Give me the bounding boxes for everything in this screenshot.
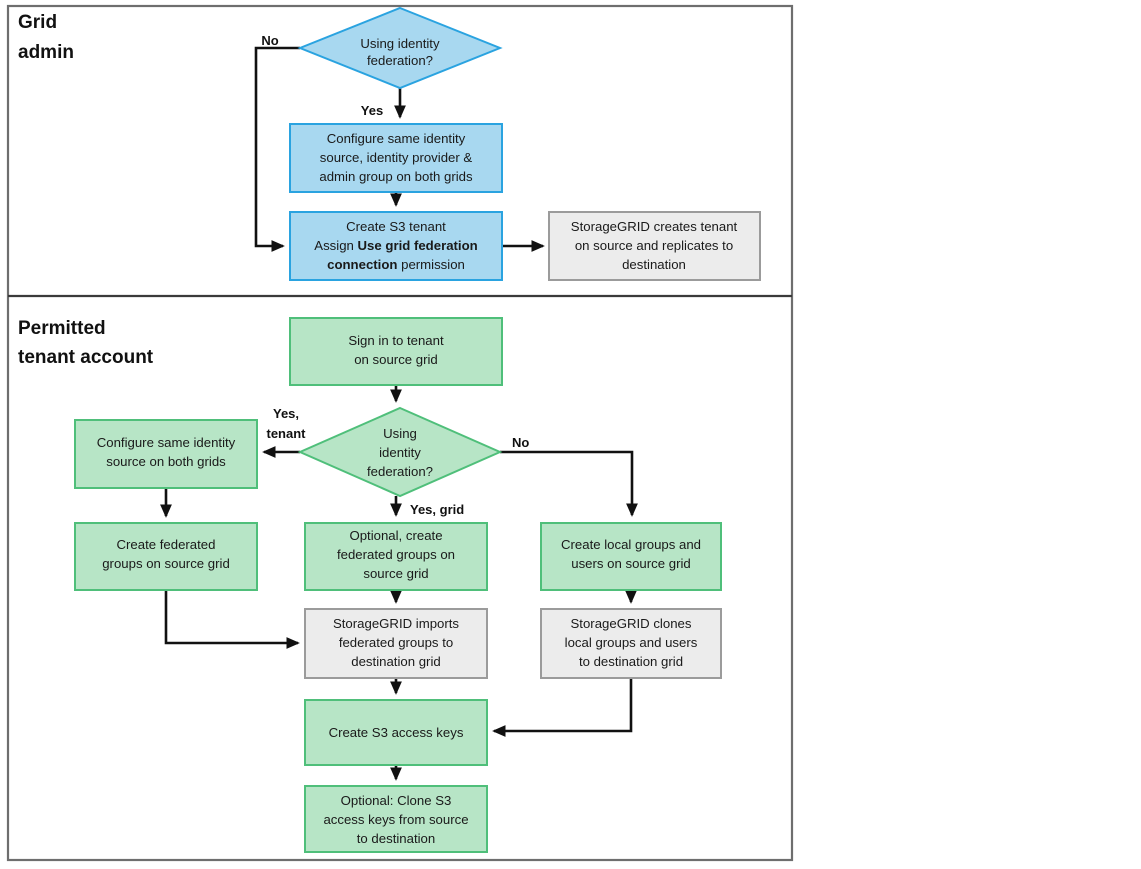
node-tenant-access-keys-line1: Create S3 access keys xyxy=(329,725,464,740)
node-tenant-signin-line1: Sign in to tenant xyxy=(348,333,444,348)
edge-label-tenant-yes-grid: Yes, grid xyxy=(410,502,464,517)
node-grid-create-tenant-line1: Create S3 tenant xyxy=(346,219,446,234)
assign-word: Assign xyxy=(314,238,357,253)
node-tenant-decision-shape[interactable] xyxy=(297,406,503,498)
use-grid-federation-bold: Use grid federation xyxy=(358,238,478,253)
node-tenant-decision-line1: Using xyxy=(383,426,417,441)
node-tenant-create-federated-line1: Create federated xyxy=(117,537,216,552)
node-grid-configure-shape[interactable] xyxy=(289,123,503,193)
connector-tenant-no xyxy=(500,450,638,517)
node-tenant-signin-line2: on source grid xyxy=(354,352,438,367)
node-grid-configure-line1: Configure same identity xyxy=(327,131,466,146)
connector-grid-no xyxy=(254,46,300,252)
lane-title-grid-admin-line2: admin xyxy=(18,42,74,63)
node-tenant-decision-line2: identity xyxy=(379,445,421,460)
permission-word: permission xyxy=(397,257,464,272)
node-grid-create-tenant-shape[interactable] xyxy=(289,211,503,281)
edge-label-tenant-yes-line1: Yes, xyxy=(273,406,299,421)
node-tenant-clones-line3: to destination grid xyxy=(579,654,683,669)
node-grid-decision-line1: Using identity xyxy=(360,36,440,51)
connector-tenant-clones-to-keys xyxy=(492,678,633,737)
node-tenant-create-local-line1: Create local groups and xyxy=(561,537,701,552)
node-tenant-create-federated-line2: groups on source grid xyxy=(102,556,230,571)
diagram-frame xyxy=(6,4,794,862)
connection-bold: connection xyxy=(327,257,397,272)
node-tenant-create-federated-shape[interactable] xyxy=(74,522,258,591)
node-tenant-optional-federated-line2: federated groups on xyxy=(337,547,455,562)
node-tenant-optional-federated-shape[interactable] xyxy=(304,522,488,591)
node-tenant-optional-federated-line3: source grid xyxy=(363,566,428,581)
node-tenant-clones-line1: StorageGRID clones xyxy=(571,616,692,631)
edge-label-grid-no: No xyxy=(261,33,278,48)
node-tenant-imports-line3: destination grid xyxy=(351,654,440,669)
edge-label-tenant-no: No xyxy=(512,435,529,450)
lane-title-grid-admin-line1: Grid xyxy=(18,12,57,33)
node-grid-create-tenant-line3: connection permission xyxy=(327,257,465,272)
node-tenant-configure-same-line1: Configure same identity xyxy=(97,435,236,450)
node-tenant-optional-federated-line1: Optional, create xyxy=(349,528,442,543)
node-tenant-configure-same-shape[interactable] xyxy=(74,419,258,489)
node-tenant-access-keys-shape[interactable] xyxy=(304,699,488,766)
node-grid-storagegrid-creates-line1: StorageGRID creates tenant xyxy=(571,219,738,234)
node-grid-storagegrid-creates-shape[interactable] xyxy=(548,211,761,281)
node-tenant-clone-keys-shape[interactable] xyxy=(304,785,488,853)
node-tenant-clone-keys-line1: Optional: Clone S3 xyxy=(341,793,452,808)
node-tenant-clones-shape[interactable] xyxy=(540,608,722,679)
node-grid-decision-line2: federation? xyxy=(367,53,433,68)
node-tenant-clones-line2: local groups and users xyxy=(565,635,698,650)
node-grid-configure-line3: admin group on both grids xyxy=(319,169,473,184)
edge-label-grid-yes: Yes xyxy=(361,103,383,118)
node-tenant-create-local-shape[interactable] xyxy=(540,522,722,591)
node-tenant-imports-shape[interactable] xyxy=(304,608,488,679)
node-grid-decision-shape[interactable] xyxy=(297,6,503,90)
node-tenant-clone-keys-line3: to destination xyxy=(357,831,435,846)
node-grid-create-tenant-line2: Assign Use grid federation xyxy=(314,238,477,253)
node-grid-storagegrid-creates-line2: on source and replicates to xyxy=(575,238,733,253)
lane-title-tenant-account-line1: Permitted xyxy=(18,318,106,339)
node-tenant-decision-line3: federation? xyxy=(367,464,433,479)
node-tenant-configure-same-line2: source on both grids xyxy=(106,454,226,469)
edge-label-tenant-yes-line2: tenant xyxy=(267,426,307,441)
node-tenant-create-local-line2: users on source grid xyxy=(571,556,690,571)
node-tenant-clone-keys-line2: access keys from source xyxy=(323,812,468,827)
node-grid-storagegrid-creates-line3: destination xyxy=(622,257,686,272)
node-tenant-imports-line1: StorageGRID imports xyxy=(333,616,459,631)
node-grid-configure-line2: source, identity provider & xyxy=(320,150,473,165)
connector-tenant-federated-to-imports xyxy=(164,590,300,649)
node-tenant-imports-line2: federated groups to xyxy=(339,635,453,650)
node-tenant-signin-shape[interactable] xyxy=(289,317,503,386)
lane-title-tenant-account-line2: tenant account xyxy=(18,347,154,368)
